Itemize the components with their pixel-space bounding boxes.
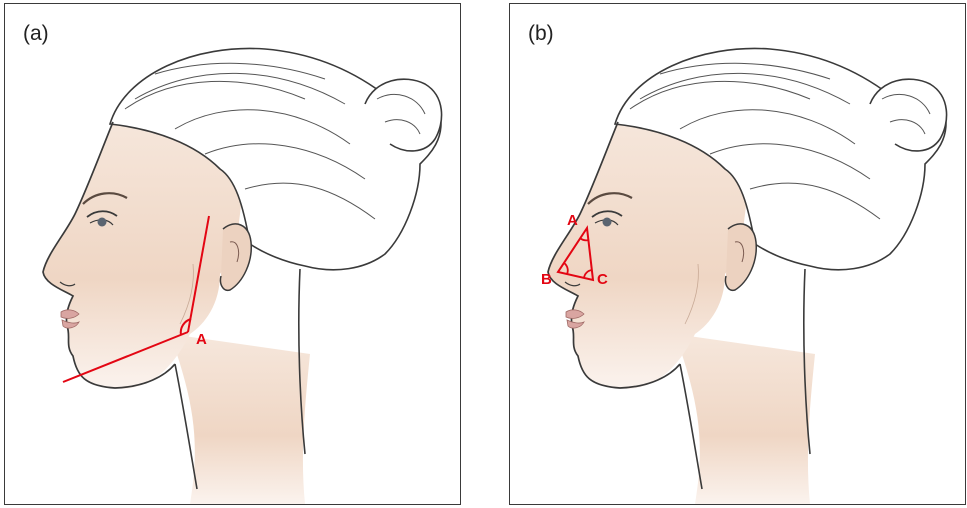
woman-head-profile-illustration: [43, 48, 442, 504]
marker-a: A: [567, 212, 578, 229]
panel-label-a: (a): [23, 22, 49, 46]
marker-b: B: [541, 271, 552, 288]
marker-c: C: [597, 271, 608, 288]
panel-label-b: (b): [528, 22, 554, 46]
marker-a: A: [196, 331, 207, 348]
panel-a: (a) A: [4, 3, 461, 505]
panel-b: (b) A B C: [509, 3, 966, 505]
head-illustration-b: A B C: [510, 4, 966, 505]
head-illustration-a: A: [5, 4, 461, 505]
